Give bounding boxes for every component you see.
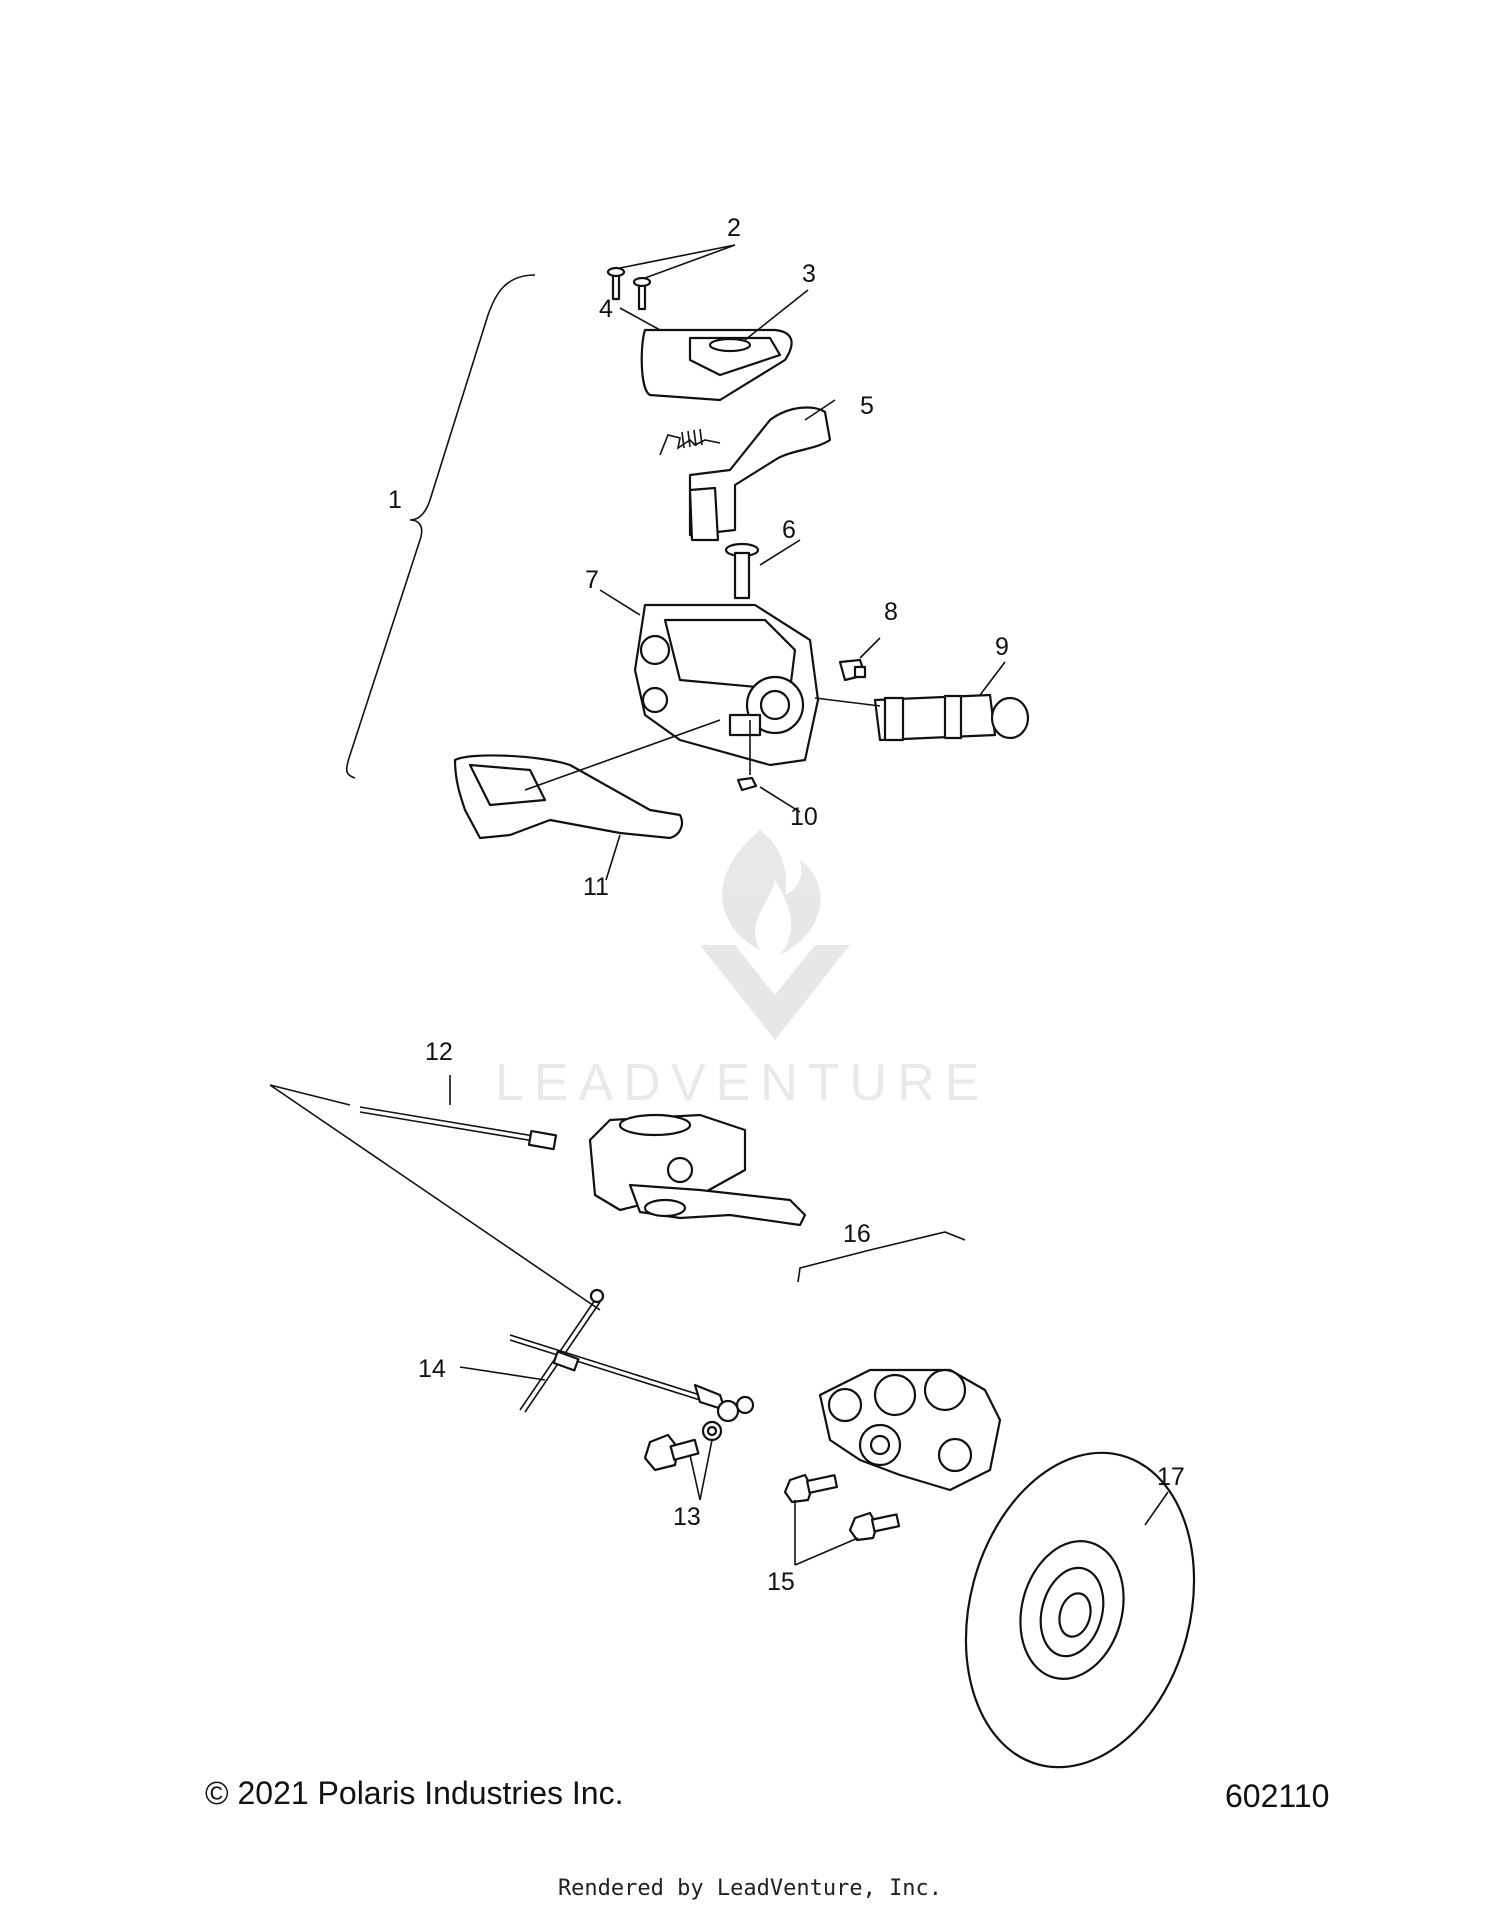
- master-cylinder-body-part: [633, 603, 820, 767]
- callout-13: 13: [673, 1503, 701, 1531]
- brake-lever-part: [453, 719, 721, 840]
- callout-7: 7: [585, 566, 599, 594]
- callout-6: 6: [782, 516, 796, 544]
- piston-part: [814, 693, 1030, 742]
- clip-part: [736, 720, 758, 792]
- lever-pivot-part: [688, 406, 832, 542]
- leader-line: [269, 1084, 601, 1311]
- callout-17: 17: [1157, 1463, 1185, 1491]
- callout-16: 16: [843, 1220, 871, 1248]
- master-cylinder-assembly-part: [588, 1113, 807, 1227]
- callout-12: 12: [425, 1038, 453, 1066]
- brake-line-part: [359, 1106, 558, 1151]
- line-clip-part: [509, 1288, 701, 1413]
- leader-lines: [449, 244, 1169, 1566]
- document-number: 602110: [1225, 1778, 1330, 1814]
- pivot-pin-part: [724, 542, 760, 600]
- callout-10: 10: [790, 803, 818, 831]
- reservoir-cover-part: [640, 328, 793, 402]
- callout-3: 3: [802, 260, 816, 288]
- copyright-text: © 2021 Polaris Industries Inc.: [205, 1775, 624, 1811]
- callout-11: 11: [583, 873, 609, 901]
- banjo-bolt-part: [643, 1420, 723, 1472]
- callout-14: 14: [418, 1355, 446, 1383]
- callout-9: 9: [995, 633, 1009, 661]
- v-logo-icon: [700, 945, 850, 1040]
- assembly-bracket: [345, 274, 536, 779]
- callout-2: 2: [727, 214, 741, 242]
- callout-15: 15: [767, 1568, 795, 1596]
- flame-logo-icon: [722, 830, 821, 955]
- brake-disc-part: [964, 1451, 1196, 1769]
- callout-1: 1: [388, 486, 402, 514]
- brake-caliper-part: [818, 1368, 1002, 1492]
- banjo-fitting-part: [693, 1383, 755, 1423]
- callout-4: 4: [599, 295, 613, 323]
- leadventure-watermark: LEADVENTURE: [495, 830, 989, 1112]
- callout-8: 8: [884, 598, 898, 626]
- spring-part: [659, 428, 721, 456]
- brake-switch-part: [838, 658, 867, 682]
- callout-5: 5: [860, 392, 874, 420]
- assembly-bracket-16: [797, 1231, 966, 1283]
- leader-line: [269, 1084, 351, 1106]
- rendered-by-text: Rendered by LeadVenture, Inc.: [557, 1876, 943, 1901]
- watermark-text: LEADVENTURE: [495, 1054, 989, 1112]
- screws-part: [606, 266, 652, 311]
- caliper-bolts-part: [783, 1473, 901, 1542]
